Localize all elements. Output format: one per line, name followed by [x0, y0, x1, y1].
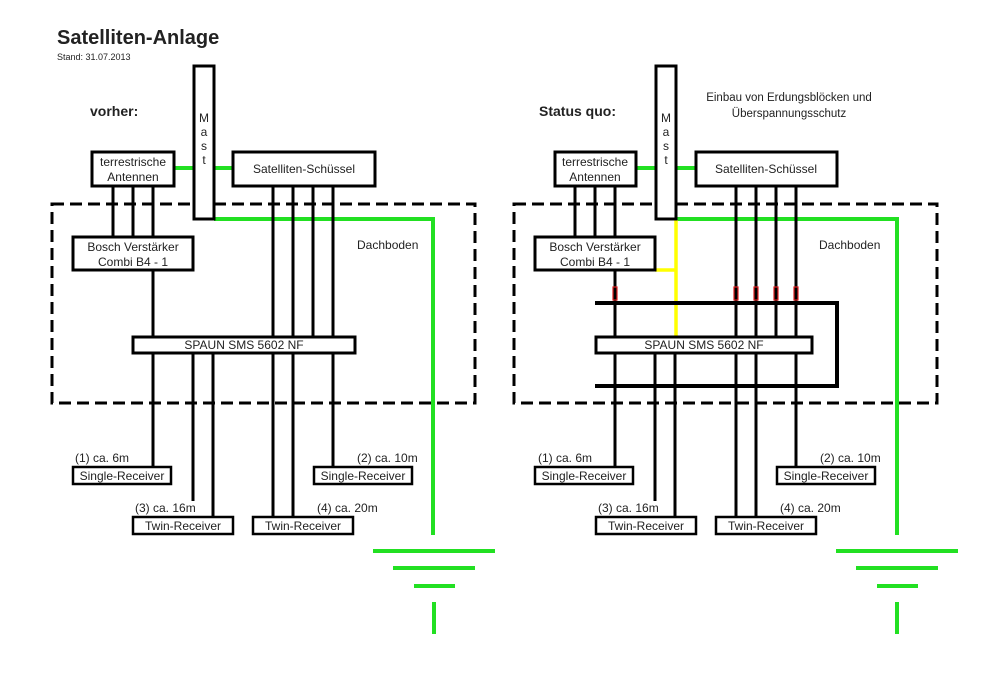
mast: M a s t	[654, 64, 678, 221]
panel-heading: Status quo:	[539, 103, 616, 119]
svg-text:Antennen: Antennen	[569, 170, 620, 184]
ground-wire	[214, 217, 435, 535]
attic-zone	[50, 202, 477, 405]
satellite-dish-box: Satelliten-Schüssel	[694, 150, 839, 188]
multiswitch-box: SPAUN SMS 5602 NF	[594, 335, 814, 355]
ground-wire	[676, 217, 899, 535]
grounding-block-rail	[595, 301, 839, 388]
receiver-3: (3) ca. 16m Twin-Receiver	[131, 501, 235, 536]
svg-text:Single-Receiver: Single-Receiver	[321, 469, 406, 483]
panel-after: Status quo: Einbau von Erdungsblöcken un…	[512, 64, 958, 634]
svg-text:M: M	[661, 111, 671, 125]
surge-protector-marker	[753, 286, 759, 301]
receiver-1: (1) ca. 6m Single-Receiver	[533, 451, 635, 486]
svg-text:Bosch Verstärker: Bosch Verstärker	[549, 240, 640, 254]
svg-text:Single-Receiver: Single-Receiver	[784, 469, 869, 483]
receiver-3: (3) ca. 16m Twin-Receiver	[594, 501, 698, 536]
panel-note-line-1: Einbau von Erdungsblöcken und	[706, 92, 872, 104]
svg-text:Single-Receiver: Single-Receiver	[542, 469, 627, 483]
ground-symbol	[836, 549, 958, 634]
page-date: Stand: 31.07.2013	[57, 52, 131, 62]
svg-text:Antennen: Antennen	[107, 170, 158, 184]
terrestrial-antennas-box: terrestrische Antennen	[553, 150, 638, 188]
svg-text:Twin-Receiver: Twin-Receiver	[265, 519, 341, 533]
svg-text:SPAUN SMS 5602 NF: SPAUN SMS 5602 NF	[644, 338, 763, 352]
panel-note-line-2: Überspannungsschutz	[732, 108, 847, 120]
svg-text:Bosch Verstärker: Bosch Verstärker	[87, 240, 178, 254]
svg-text:t: t	[664, 153, 668, 167]
attic-label: Dachboden	[357, 238, 418, 252]
svg-text:s: s	[201, 139, 207, 153]
svg-text:Twin-Receiver: Twin-Receiver	[728, 519, 804, 533]
surge-protector-marker	[733, 286, 739, 301]
amplifier-box: Bosch Verstärker Combi B4 - 1	[71, 235, 195, 272]
svg-text:Twin-Receiver: Twin-Receiver	[608, 519, 684, 533]
multiswitch-box: SPAUN SMS 5602 NF	[131, 335, 357, 355]
svg-text:(3) ca. 16m: (3) ca. 16m	[135, 501, 196, 515]
ground-symbol	[373, 549, 495, 634]
svg-text:s: s	[663, 139, 669, 153]
svg-text:(4) ca. 20m: (4) ca. 20m	[780, 501, 841, 515]
page-title: Satelliten-Anlage	[57, 27, 219, 49]
svg-text:Single-Receiver: Single-Receiver	[80, 469, 165, 483]
receiver-2: (2) ca. 10m Single-Receiver	[312, 451, 418, 486]
svg-text:Twin-Receiver: Twin-Receiver	[145, 519, 221, 533]
svg-text:t: t	[202, 153, 206, 167]
svg-text:(3) ca. 16m: (3) ca. 16m	[598, 501, 659, 515]
svg-text:terrestrische: terrestrische	[562, 155, 628, 169]
svg-text:SPAUN SMS 5602 NF: SPAUN SMS 5602 NF	[184, 338, 303, 352]
receiver-1: (1) ca. 6m Single-Receiver	[71, 451, 173, 486]
amplifier-box: Bosch Verstärker Combi B4 - 1	[533, 235, 657, 272]
svg-text:a: a	[201, 125, 208, 139]
svg-text:Combi B4 - 1: Combi B4 - 1	[560, 255, 630, 269]
surge-protector-marker	[793, 286, 799, 301]
svg-text:(2) ca. 10m: (2) ca. 10m	[820, 451, 881, 465]
svg-text:M: M	[199, 111, 209, 125]
terrestrial-antennas-box: terrestrische Antennen	[90, 150, 176, 188]
svg-text:a: a	[663, 125, 670, 139]
surge-protector-marker	[612, 286, 618, 301]
svg-text:Satelliten-Schüssel: Satelliten-Schüssel	[253, 162, 355, 176]
receiver-4: (4) ca. 20m Twin-Receiver	[251, 501, 378, 536]
svg-text:terrestrische: terrestrische	[100, 155, 166, 169]
svg-text:(2) ca. 10m: (2) ca. 10m	[357, 451, 418, 465]
attic-label: Dachboden	[819, 238, 880, 252]
receiver-2: (2) ca. 10m Single-Receiver	[775, 451, 881, 486]
mast: M a s t	[192, 64, 216, 221]
attic-zone	[512, 202, 939, 405]
svg-text:(1) ca. 6m: (1) ca. 6m	[538, 451, 592, 465]
svg-text:(1) ca. 6m: (1) ca. 6m	[75, 451, 129, 465]
svg-text:Combi B4 - 1: Combi B4 - 1	[98, 255, 168, 269]
panel-heading: vorher:	[90, 103, 138, 119]
svg-text:Satelliten-Schüssel: Satelliten-Schüssel	[715, 162, 817, 176]
satellite-dish-box: Satelliten-Schüssel	[231, 150, 377, 188]
surge-protector-marker	[773, 286, 779, 301]
svg-text:(4) ca. 20m: (4) ca. 20m	[317, 501, 378, 515]
panel-before: vorher: Dachboden	[50, 64, 495, 634]
surge-protectors	[612, 286, 799, 301]
receiver-4: (4) ca. 20m Twin-Receiver	[714, 501, 841, 536]
